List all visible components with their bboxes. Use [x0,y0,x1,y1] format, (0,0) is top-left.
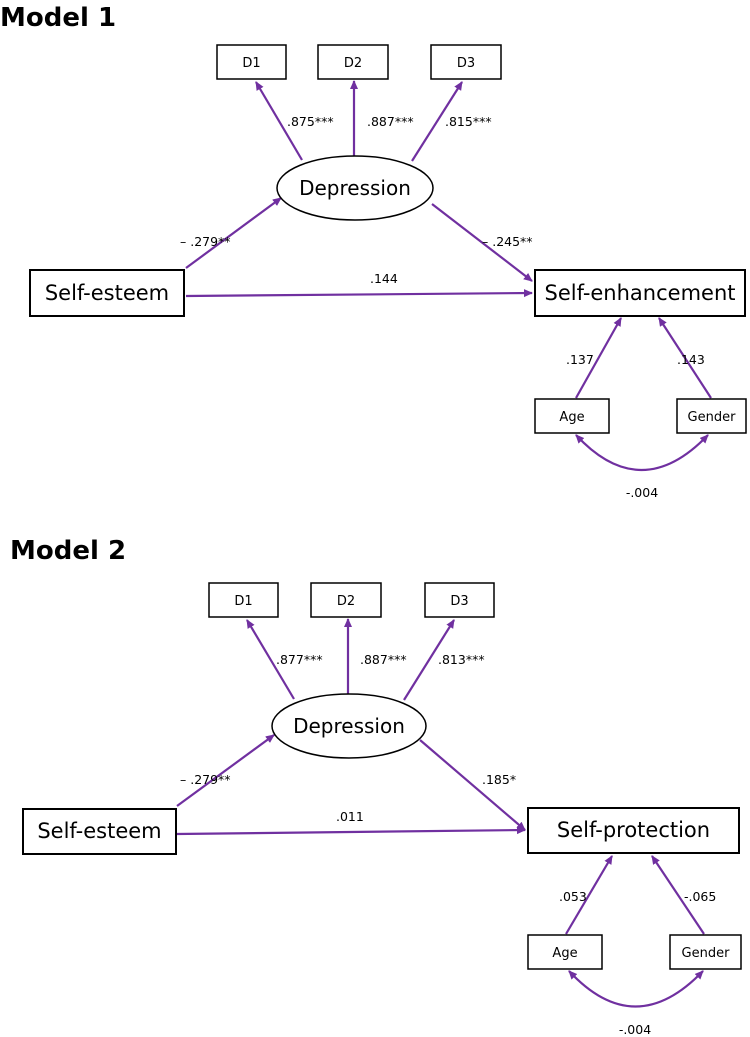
self-enhancement-box [534,269,746,317]
indicator-d1-box [216,44,287,80]
c-path-value: .011 [336,809,364,824]
depression-label: Depression [293,714,405,738]
self-esteem-label: Self-esteem [37,819,161,843]
covariance-arrow [568,970,704,1008]
indicator-d3-box [424,582,495,618]
covariance-value: -.004 [626,485,658,500]
a-path-arrow [185,197,282,269]
gender-label: Gender [682,946,731,961]
b-path-value: .185* [482,772,516,787]
self-esteem-box [22,808,177,855]
gender-box [676,398,747,434]
gender-path-arrow [658,317,712,399]
self-protection-label: Self-protection [557,818,710,842]
indicator-d2-label: D2 [337,594,355,609]
gender-path-value: -.065 [684,889,716,904]
indicator-d3-label: D3 [457,56,475,71]
b-path-arrow [431,203,533,282]
self-esteem-box [29,269,185,317]
depression-ellipse [276,155,434,221]
model-1-title: Model 1 [0,3,116,33]
indicator-d2-box [310,582,382,618]
indicator-d2-label: D2 [344,56,362,71]
loading-d3-value: .813*** [438,652,485,667]
loading-d3-value: .815*** [445,114,492,129]
indicator-d1-label: D1 [234,594,252,609]
age-path-value: .137 [566,352,594,367]
a-path-value: – .279** [180,234,231,249]
a-path-arrow [176,734,275,807]
age-path-value: .053 [559,889,587,904]
gender-path-value: .143 [677,352,705,367]
loading-d3-arrow [403,619,455,701]
loading-d1-arrow [255,81,303,161]
gender-label: Gender [688,410,737,425]
indicator-d2-box [317,44,389,80]
b-path-value: – .245** [482,234,533,249]
age-path-arrow [575,317,622,399]
model-2: Model 2 D1 D2 D3 Depression Self-esteem … [10,536,742,1037]
loading-d2-value: .887*** [367,114,414,129]
age-box [527,934,603,970]
covariance-arrow [575,434,709,472]
age-label: Age [552,946,577,961]
loading-d2-value: .887*** [360,652,407,667]
depression-label: Depression [299,176,411,200]
self-esteem-label: Self-esteem [45,281,169,305]
indicator-d3-label: D3 [450,594,468,609]
model-2-title: Model 2 [10,536,126,566]
covariance-value: -.004 [619,1022,651,1037]
loading-d1-arrow [246,619,295,700]
age-path-arrow [565,855,613,935]
b-path-arrow [419,739,526,831]
age-box [534,398,610,434]
gender-path-arrow [651,855,705,935]
self-protection-box [527,807,740,854]
c-path-value: .144 [370,271,398,286]
depression-ellipse [271,693,427,759]
loading-d3-arrow [411,81,463,162]
age-label: Age [559,410,584,425]
c-path-arrow [185,289,533,298]
indicator-d1-box [208,582,279,618]
self-enhancement-label: Self-enhancement [544,281,735,305]
a-path-value: – .279** [180,772,231,787]
gender-box [669,934,742,970]
loading-d1-value: .875*** [287,114,334,129]
loading-d1-value: .877*** [276,652,323,667]
indicator-d3-box [430,44,502,80]
indicator-d1-label: D1 [242,56,260,71]
c-path-arrow [176,826,526,836]
model-1: Model 1 D1 D2 D3 Depression Self-esteem … [0,3,747,500]
